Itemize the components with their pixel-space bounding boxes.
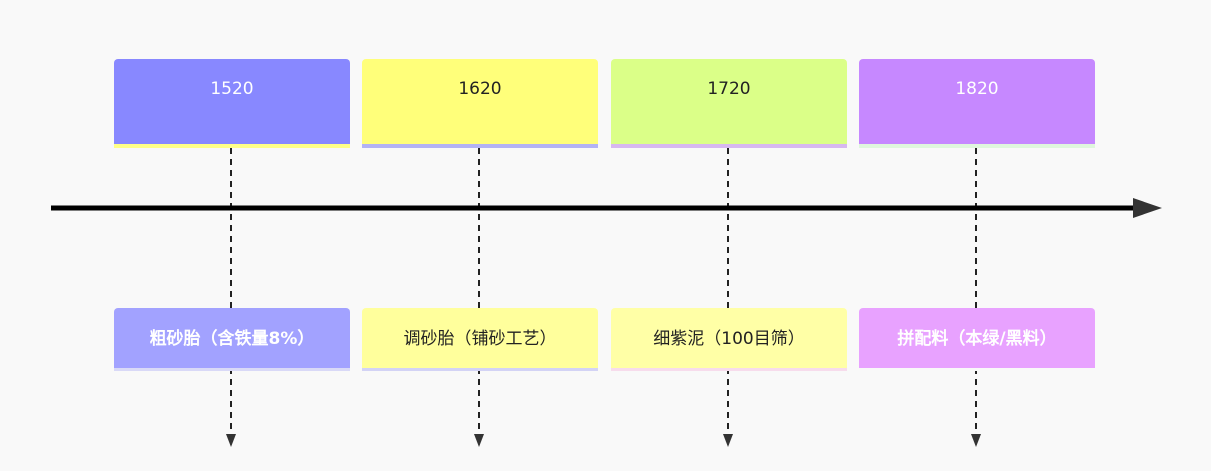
event-box-1: 粗砂胎（含铁量8%） bbox=[114, 308, 350, 371]
connector-lines bbox=[226, 148, 981, 447]
period-year-label: 1720 bbox=[707, 78, 751, 99]
down-arrowhead-icon bbox=[226, 434, 236, 447]
event-box-4: 拼配料（本绿/黑料） bbox=[859, 308, 1095, 371]
period-year-label: 1620 bbox=[458, 78, 502, 99]
right-arrowhead-icon bbox=[1133, 198, 1162, 218]
event-label: 拼配料（本绿/黑料） bbox=[897, 328, 1057, 349]
event-label: 调砂胎（铺砂工艺） bbox=[403, 328, 557, 349]
period-year-label: 1520 bbox=[210, 78, 254, 99]
event-box-3: 细紫泥（100目筛） bbox=[611, 308, 847, 371]
period-year-label: 1820 bbox=[955, 78, 999, 99]
period-box-1520: 1520 bbox=[114, 59, 350, 148]
event-box-2: 调砂胎（铺砂工艺） bbox=[362, 308, 598, 371]
period-box-1720: 1720 bbox=[611, 59, 847, 148]
down-arrowhead-icon bbox=[474, 434, 484, 447]
down-arrowhead-icon bbox=[723, 434, 733, 447]
period-box-1820: 1820 bbox=[859, 59, 1095, 148]
period-box-1620: 1620 bbox=[362, 59, 598, 148]
event-label: 粗砂胎（含铁量8%） bbox=[149, 328, 315, 349]
down-arrowhead-icon bbox=[971, 434, 981, 447]
event-label: 细紫泥（100目筛） bbox=[653, 328, 805, 349]
